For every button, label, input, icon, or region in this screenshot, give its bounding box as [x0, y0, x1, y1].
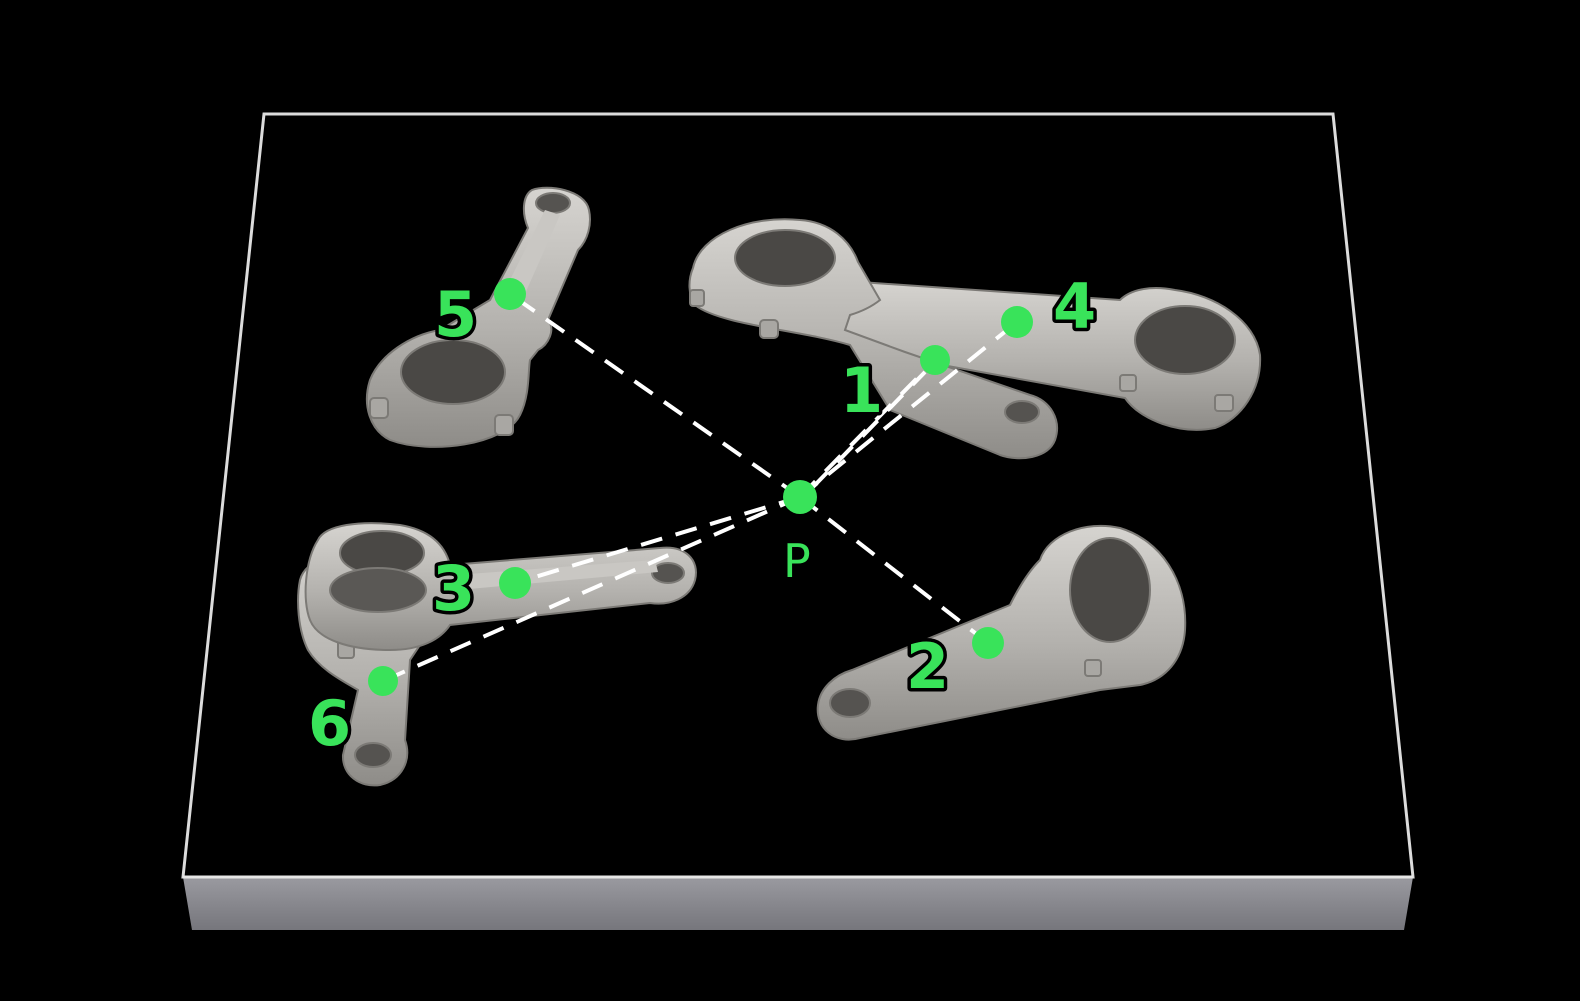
- markers: [368, 278, 1033, 696]
- connecting-rod-1: [688, 218, 1058, 460]
- label-1: 1: [840, 354, 883, 427]
- label-4: 4: [1053, 270, 1096, 343]
- label-6: 6: [308, 687, 351, 760]
- label-3: 3: [432, 552, 475, 625]
- marker-2: [972, 627, 1004, 659]
- marker-5: [494, 278, 526, 310]
- connection-lines: [382, 292, 1019, 683]
- marker-1: [920, 345, 950, 375]
- label-p: P: [783, 534, 811, 588]
- line-p-to-4: [798, 320, 1019, 499]
- marker-3: [499, 567, 531, 599]
- line-p-to-1b: [810, 370, 927, 490]
- label-5: 5: [434, 278, 477, 351]
- line-p-to-6: [382, 495, 801, 683]
- line-p-to-2: [798, 495, 990, 645]
- marker-4: [1001, 306, 1033, 338]
- connecting-rod-2: [816, 524, 1187, 741]
- line-p-to-5: [508, 292, 802, 499]
- tray-front-face: [183, 877, 1413, 930]
- marker-p: [783, 480, 817, 514]
- line-p-to-3: [514, 495, 801, 585]
- label-2: 2: [906, 630, 949, 703]
- labels: P 1 2 3 4 5 6: [305, 267, 1100, 764]
- marker-6: [368, 666, 398, 696]
